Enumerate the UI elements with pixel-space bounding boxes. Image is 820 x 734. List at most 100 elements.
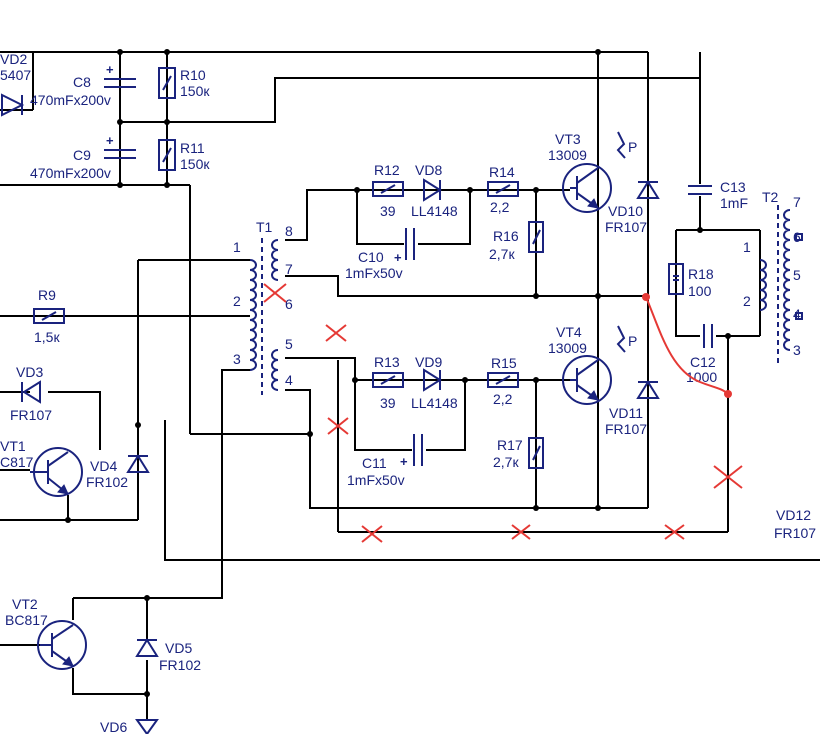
- r16-label: R16: [493, 228, 519, 244]
- c8-plus: +: [106, 62, 114, 77]
- c9-plus: +: [106, 133, 114, 148]
- r17-resistor: R17 2,7к: [493, 437, 544, 470]
- vd8-value: LL4148: [411, 203, 458, 219]
- r16-value: 2,7к: [489, 246, 515, 262]
- r13-resistor: R13 39: [372, 354, 404, 411]
- vd2-value: 5407: [0, 67, 31, 83]
- vt2-transistor: VT2 BC817: [5, 596, 87, 670]
- t1-pin-6: 6: [285, 296, 293, 312]
- r10-resistor: R10 150к: [158, 67, 210, 99]
- c11-plus: +: [400, 454, 408, 469]
- red-cross-3: [361, 525, 383, 543]
- t2-pin-3: 3: [793, 342, 801, 358]
- red-cross-4: [511, 524, 531, 540]
- vd3-diode: VD3 FR107: [10, 364, 52, 423]
- t1-label: T1: [256, 219, 273, 235]
- vd5-value: FR102: [159, 657, 201, 673]
- c13-capacitor: C13 1mF: [688, 179, 748, 211]
- c10-plus: +: [394, 250, 402, 265]
- vd11-value: FR107: [605, 421, 647, 437]
- c13-label: C13: [720, 179, 746, 195]
- t2-pin-7: 7: [793, 194, 801, 210]
- r15-label: R15: [491, 355, 517, 371]
- t1-pin-1: 1: [233, 239, 241, 255]
- vd8-label: VD8: [415, 162, 442, 178]
- c10-capacitor: + C10 1mFx50v: [345, 228, 418, 281]
- c12-capacitor: C12 1000: [686, 324, 717, 385]
- vd12-diode: VD12 FR107: [774, 507, 816, 541]
- r18-value: 100: [688, 283, 712, 299]
- r12-label: R12: [374, 162, 400, 178]
- c11-capacitor: + C11 1mFx50v: [347, 434, 426, 488]
- c9-value: 470mFx200v: [30, 165, 111, 181]
- vt1-transistor: VT1 C817: [0, 438, 83, 497]
- vd10-label: VD10: [608, 203, 643, 219]
- vd2-label: VD2: [0, 51, 27, 67]
- red-cross-1: [325, 324, 347, 342]
- vt4-value: 13009: [548, 340, 587, 356]
- vd10-value: FR107: [605, 219, 647, 235]
- vd11-diode: VD11 FR107: [605, 380, 660, 437]
- t1-pin-4: 4: [285, 372, 293, 388]
- red-cross-t1: [263, 283, 287, 303]
- r18-label: R18: [688, 266, 714, 282]
- r15-resistor: R15 2,2: [487, 355, 519, 407]
- c9-capacitor: + C9 470mFx200v: [30, 133, 136, 181]
- vt4-label: VT4: [556, 324, 582, 340]
- red-cross-5: [664, 524, 685, 540]
- r10-value: 150к: [180, 83, 210, 99]
- c12-value: 1000: [686, 369, 717, 385]
- red-cross-2: [327, 417, 349, 435]
- t1-pin-3: 3: [233, 351, 241, 367]
- vd8-diode: VD8 LL4148: [411, 162, 458, 219]
- t2-pin-1: 1: [743, 239, 751, 255]
- c11-value: 1mFx50v: [347, 472, 405, 488]
- vt1-value: C817: [0, 454, 34, 470]
- c12-label: C12: [690, 354, 716, 370]
- vd11-label: VD11: [609, 405, 643, 421]
- vd6-diode: VD6: [100, 719, 159, 734]
- c9-label: C9: [73, 147, 91, 163]
- r17-label: R17: [497, 437, 523, 453]
- vd2-diode: VD2 5407: [0, 51, 31, 117]
- vd12-label: VD12: [776, 507, 811, 523]
- t1-pin-7: 7: [285, 261, 293, 277]
- vd5-diode: VD5 FR102: [135, 638, 201, 673]
- t1-transformer: T1 1 2 3 8 7 6 5 4: [233, 219, 293, 395]
- t2-transformer: T2 7 6 5 4 3 1 2: [743, 189, 803, 365]
- vd12-value: FR107: [774, 525, 816, 541]
- c11-label: C11: [362, 455, 387, 471]
- vd3-label: VD3: [16, 364, 43, 380]
- t2-label: T2: [762, 189, 779, 205]
- r13-label: R13: [374, 354, 400, 370]
- r16-resistor: R16 2,7к: [489, 221, 544, 262]
- red-annotations: [263, 283, 743, 543]
- r12-value: 39: [380, 203, 396, 219]
- red-cross-large: [713, 465, 743, 489]
- vd9-diode: VD9 LL4148: [411, 354, 458, 411]
- t1-pin-5: 5: [285, 336, 293, 352]
- r11-label: R11: [180, 140, 205, 156]
- vt3-label: VT3: [555, 131, 581, 147]
- c8-label: C8: [73, 74, 91, 90]
- vt3-value: 13009: [548, 147, 587, 163]
- t2-pin-4: 4: [793, 306, 801, 322]
- vt1-label: VT1: [0, 438, 26, 454]
- vd9-value: LL4148: [411, 395, 458, 411]
- c13-value: 1mF: [720, 195, 748, 211]
- vd10-diode: VD10 FR107: [605, 180, 660, 235]
- vd5-label: VD5: [165, 640, 192, 656]
- t2-pin-2: 2: [743, 293, 751, 309]
- vt2-value: BC817: [5, 612, 48, 628]
- r13-value: 39: [380, 395, 396, 411]
- vd9-label: VD9: [415, 354, 442, 370]
- t2-pin-6: 6: [793, 229, 801, 245]
- vt3-transistor: VT3 13009 P: [548, 131, 637, 213]
- junctions: [65, 49, 731, 697]
- vt2-label: VT2: [12, 596, 38, 612]
- r14-value: 2,2: [490, 199, 510, 215]
- r12-resistor: R12 39: [372, 162, 404, 219]
- vd3-value: FR107: [10, 407, 52, 423]
- vt4-transistor: VT4 13009 P: [548, 324, 637, 405]
